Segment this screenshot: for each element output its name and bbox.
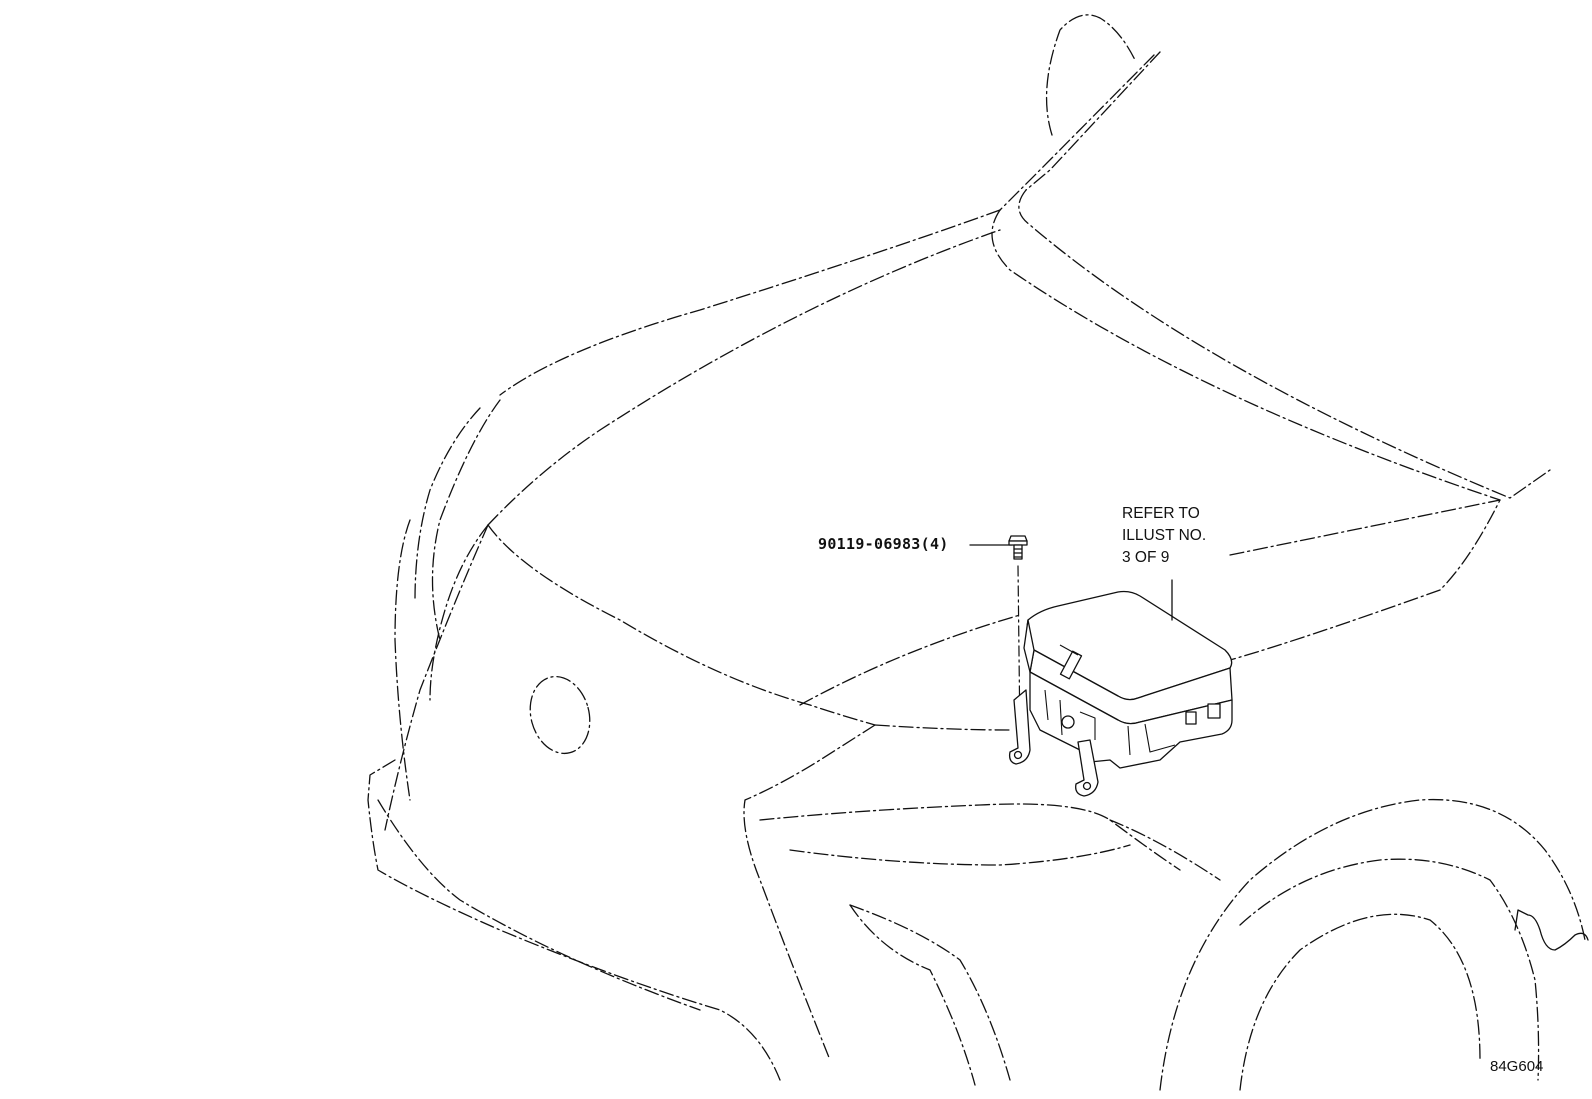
bolt-part-number: 90119-06983(4) — [818, 535, 949, 553]
headlight-outer — [431, 399, 501, 641]
bracket-left — [1008, 689, 1031, 765]
fender-clip-wire — [1514, 909, 1589, 951]
hood-leading-edge — [487, 524, 876, 726]
latch-clip — [1059, 650, 1083, 680]
tire-tread-line — [1239, 858, 1540, 1081]
bumper-lower-opening-2 — [849, 904, 976, 1086]
refer-line-2: ILLUST NO. — [1122, 527, 1207, 544]
fender-lower-edge — [1109, 819, 1221, 881]
refer-line-1: REFER TO — [1122, 505, 1200, 522]
bracket-right — [1075, 739, 1099, 797]
fascia-side — [394, 519, 411, 801]
headlight-upper — [414, 407, 481, 601]
emblem-outline — [529, 675, 591, 755]
bumper-corner — [367, 759, 781, 1081]
hood-front-edge — [487, 229, 1001, 526]
lower-fascia — [377, 799, 701, 1011]
hood-fold-line — [991, 209, 1501, 501]
engine-bay-line — [874, 724, 1011, 731]
pillar-top-line-2 — [1025, 51, 1161, 191]
bumper-lower-opening — [849, 904, 1011, 1081]
fender-top-line — [1229, 499, 1501, 661]
bumper-side-upper — [743, 724, 876, 1061]
hood-side-line — [799, 614, 1021, 706]
pillar-top-line — [999, 54, 1155, 211]
junction-block-icon — [1008, 590, 1233, 797]
bolt-icon — [1008, 535, 1028, 560]
illustration-id: 84G604 — [1490, 1058, 1544, 1075]
refer-to-note: REFER TO ILLUST NO. 3 OF 9 — [1122, 503, 1206, 569]
refer-line-3: 3 OF 9 — [1122, 549, 1170, 566]
wheel-arch-inner — [1239, 913, 1481, 1091]
cowl-line — [1018, 189, 1551, 499]
wheel-arch-outer — [1159, 798, 1586, 1091]
bumper-side-inner — [759, 803, 1181, 871]
mirror-outline — [1045, 14, 1136, 136]
bumper-sill-line — [789, 844, 1131, 866]
hood-upper-edge — [499, 209, 1001, 396]
vehicle-outline — [367, 14, 1589, 1091]
grille-upper — [384, 524, 489, 831]
headlight-inner — [429, 524, 489, 701]
